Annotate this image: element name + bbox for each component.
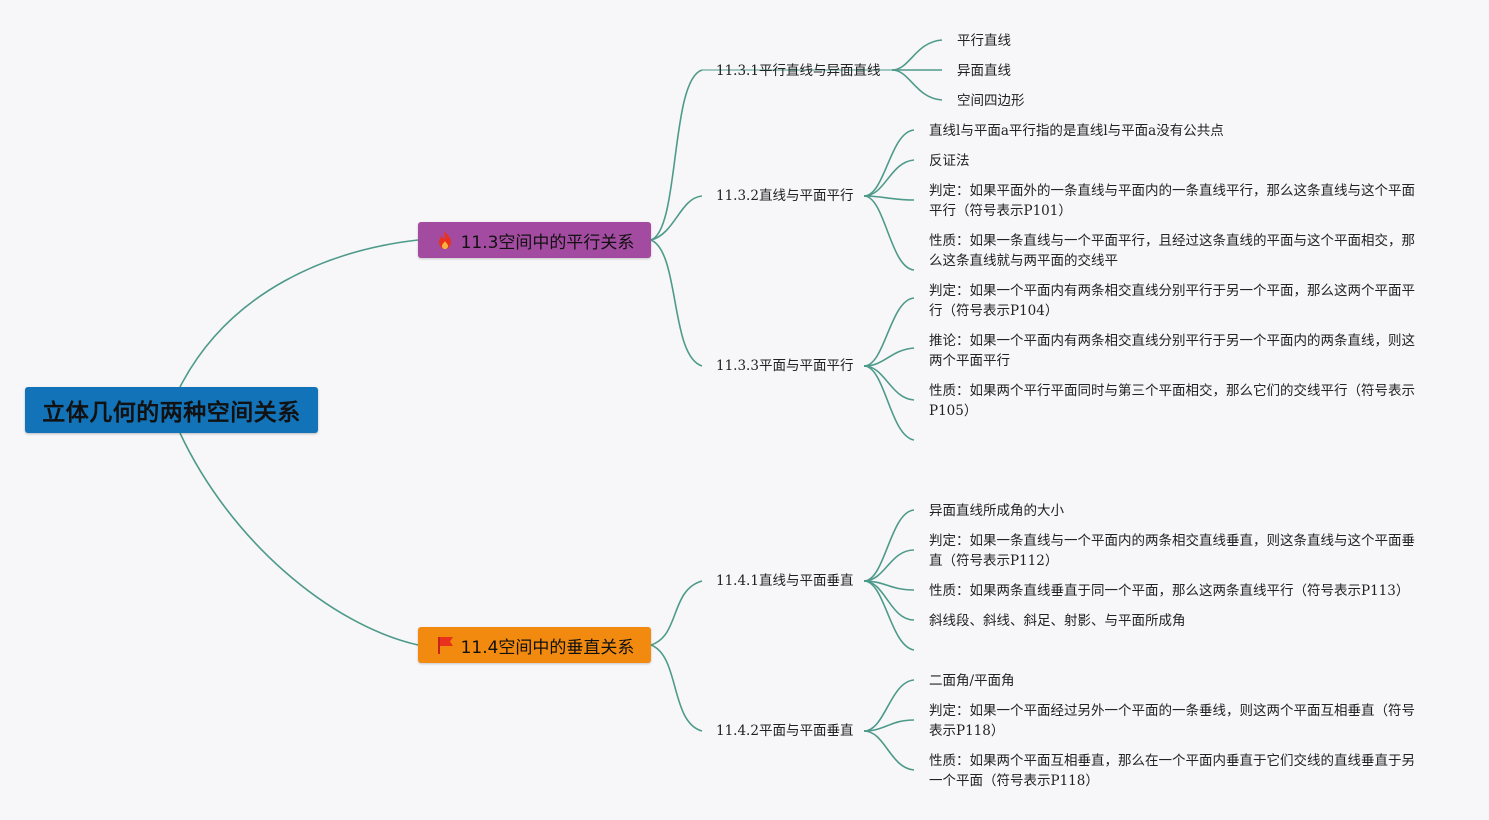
leaf-item[interactable]: 性质：如果两个平面互相垂直，那么在一个平面内垂直于它们交线的直线垂直于另一个平面… <box>929 753 1415 789</box>
link-b1-s1 <box>650 69 703 241</box>
subtopic-11-3-3[interactable]: 11.3.3平面与平面平行 <box>716 358 854 374</box>
link-b1-s2 <box>650 195 703 241</box>
subtopic-11-4-1[interactable]: 11.4.1直线与平面垂直 <box>716 573 854 589</box>
subtopic-11-4-2[interactable]: 11.4.2平面与平面垂直 <box>716 723 854 739</box>
branch-perpendicular-relations[interactable]: 11.4空间中的垂直关系 <box>418 627 651 663</box>
leaf-item[interactable]: 异面直线所成角的大小 <box>929 503 1064 519</box>
leaf-item[interactable]: 性质：如果两条直线垂直于同一个平面，那么这两条直线平行（符号表示P113） <box>929 583 1410 599</box>
leaf-item[interactable]: 二面角/平面角 <box>929 673 1015 689</box>
leaf-item[interactable]: 判定：如果一个平面经过另外一个平面的一条垂线，则这两个平面互相垂直（符号表示P1… <box>929 703 1415 739</box>
leaf-item[interactable]: 直线l与平面a平行指的是直线l与平面a没有公共点 <box>929 123 1224 139</box>
leaf-item[interactable]: 平行直线 <box>957 33 1011 49</box>
subtopic-11-3-1[interactable]: 11.3.1平行直线与异面直线 <box>716 63 881 79</box>
leaf-item[interactable]: 反证法 <box>929 153 970 169</box>
root-topic[interactable]: 立体几何的两种空间关系 <box>25 387 318 433</box>
leaf-item[interactable]: 判定：如果一条直线与一个平面内的两条相交直线垂直，则这条直线与这个平面垂直（符号… <box>929 533 1415 569</box>
branch-parallel-relations[interactable]: 11.3空间中的平行关系 <box>418 222 651 258</box>
branch-perpendicular-label: 11.4空间中的垂直关系 <box>460 637 635 658</box>
link-b1-s3 <box>650 239 703 367</box>
fire-icon <box>438 231 451 249</box>
branch-parallel-label: 11.3空间中的平行关系 <box>460 232 635 253</box>
root-topic-label: 立体几何的两种空间关系 <box>42 400 301 426</box>
leaf-item[interactable]: 推论：如果一个平面内有两条相交直线分别平行于另一个平面内的两条直线，则这两个平面… <box>929 333 1415 369</box>
link-b2-s2 <box>650 644 703 732</box>
leaf-item[interactable]: 性质：如果两个平行平面同时与第三个平面相交，那么它们的交线平行（符号表示P105… <box>929 383 1415 419</box>
subtopic-11-3-2[interactable]: 11.3.2直线与平面平行 <box>716 188 854 204</box>
leaf-item[interactable]: 空间四边形 <box>957 93 1025 109</box>
leaf-item[interactable]: 斜线段、斜线、斜足、射影、与平面所成角 <box>929 613 1186 629</box>
link-b2-s1 <box>650 580 703 646</box>
link-root-b2 <box>179 432 419 646</box>
flag-icon <box>437 637 453 654</box>
leaf-item[interactable]: 判定：如果一个平面内有两条相交直线分别平行于另一个平面，那么这两个平面平行（符号… <box>929 283 1415 319</box>
leaf-item[interactable]: 异面直线 <box>957 63 1011 79</box>
link-root-b1 <box>179 239 419 388</box>
leaf-item[interactable]: 性质：如果一条直线与一个平面平行，且经过这条直线的平面与这个平面相交，那么这条直… <box>929 233 1415 269</box>
leaf-item[interactable]: 判定：如果平面外的一条直线与平面内的一条直线平行，那么这条直线与这个平面平行（符… <box>929 183 1415 219</box>
